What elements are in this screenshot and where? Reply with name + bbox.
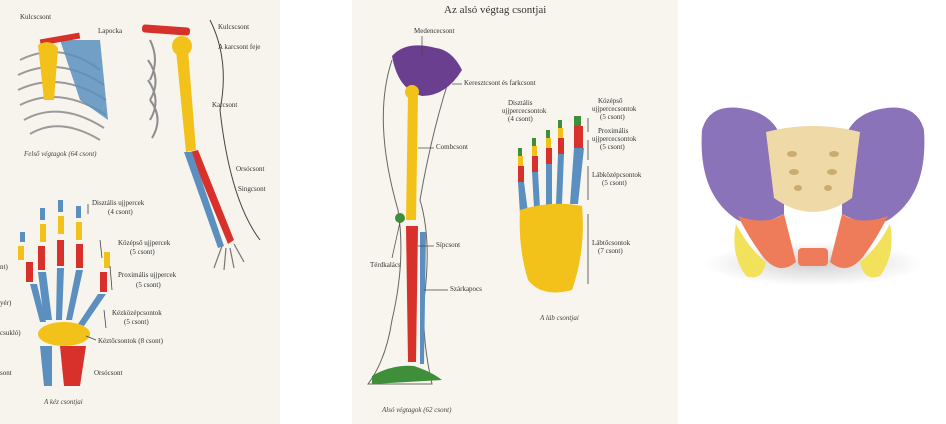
humerus-small-shape	[38, 42, 58, 100]
leg-outline	[367, 59, 453, 385]
label-foot-distal-1: Disztális	[508, 99, 533, 107]
pelvis-illustration	[701, 107, 925, 286]
pelvis-panel	[680, 0, 946, 424]
label-hand-carpal: Kéztőcsontok (8 csont)	[98, 337, 163, 345]
hand-bracket-lines	[85, 204, 113, 341]
label-hip: Medencecsont	[414, 27, 455, 35]
leg-foot-shape	[372, 365, 442, 384]
label-hand-cut-3: csukló)	[0, 329, 21, 337]
label-hand-cut-4: sont	[0, 369, 12, 377]
ribs-large	[147, 39, 159, 139]
label-foot-distal-2: ujjpercecsontok	[502, 107, 547, 115]
label-ulna: Singcsont	[238, 185, 266, 193]
hip-bone-shape	[392, 45, 462, 96]
femur-shape	[406, 94, 418, 220]
label-clavicle-b: Kulcscsont	[218, 23, 250, 31]
label-tibia: Sípcsont	[436, 241, 461, 249]
patella-shape	[395, 213, 405, 223]
label-hand-distal-2: (4 csont)	[108, 208, 133, 216]
upper-limb-illustration	[17, 19, 261, 386]
label-foot-proximal-3: (5 csont)	[600, 143, 625, 151]
ulna-shape	[184, 152, 224, 248]
leg-leader-lines	[391, 36, 462, 291]
label-foot-middle-2: ujjpercecsontok	[592, 105, 637, 113]
right-ilium	[842, 107, 925, 224]
clavicle-large	[141, 24, 191, 36]
fibula-shape	[420, 232, 426, 364]
label-hand-proximal-2: (5 csont)	[136, 281, 161, 289]
label-hand-metacarpal-2: (5 csont)	[124, 318, 149, 326]
lower-limb-illustration	[367, 36, 589, 385]
foot-bones	[518, 116, 584, 293]
label-foot-middle-3: (5 csont)	[600, 113, 625, 121]
label-hand-middle-1: Középső ujjpercek	[118, 239, 171, 247]
label-foot-proximal-1: Proximális	[598, 127, 629, 135]
label-clavicle-a: Kulcscsont	[20, 13, 52, 21]
label-hand-radius: Orsócsont	[94, 369, 123, 377]
label-fibula: Szárkapocs	[450, 285, 482, 293]
label-hand-metacarpal-1: Kézközépcsontok	[112, 309, 162, 317]
label-femur: Combcsont	[436, 143, 468, 151]
label-foot-metatarsal-1: Lábközépcsontok	[592, 171, 642, 179]
label-hand-cut-1: nt)	[0, 263, 8, 271]
radius-shape	[190, 150, 234, 244]
sacrum-shape	[766, 126, 860, 212]
clavicle-small	[39, 32, 81, 46]
label-hand-middle-2: (5 csont)	[130, 248, 155, 256]
label-foot-metatarsal-2: (5 csont)	[602, 179, 627, 187]
label-foot-tarsal-2: (7 csont)	[598, 247, 623, 255]
lower-limb-panel: Az alsó végtag csontjai	[352, 0, 678, 424]
left-pubis	[738, 214, 796, 269]
label-foot-distal-3: (4 csont)	[508, 115, 533, 123]
left-ilium	[701, 107, 784, 224]
label-hand-distal-1: Disztális ujjpercek	[92, 199, 145, 207]
label-foot-proximal-2: ujjpercecsontok	[592, 135, 637, 143]
tibia-shape	[406, 226, 418, 362]
caption-hand: A kéz csontjai	[44, 398, 83, 406]
label-humerus-head: A karcsont feje	[218, 43, 261, 51]
label-foot-tarsal-1: Lábtőcsontok	[592, 239, 631, 247]
label-hand-cut-2: yér)	[0, 299, 12, 307]
right-ischium	[860, 224, 892, 278]
label-scapula: Lapocka	[98, 27, 123, 35]
body-outline	[209, 19, 261, 241]
label-radius: Orsócsont	[236, 165, 265, 173]
caption-upper: Felső végtagok (64 csont)	[24, 150, 97, 158]
lower-limb-title: Az alsó végtag csontjai	[444, 4, 547, 16]
label-foot-middle-1: Középső	[598, 97, 623, 105]
scapula-shape	[60, 40, 108, 120]
sacral-foramina	[787, 151, 839, 191]
pubic-symphysis	[798, 248, 828, 266]
label-sacrum: Keresztcsont és farkcsont	[464, 79, 536, 87]
label-humerus: Karcsont	[212, 101, 238, 109]
left-ischium	[734, 224, 766, 278]
label-patella: Térdkalács	[370, 261, 401, 269]
label-hand-proximal-1: Proximális ujjpercek	[118, 271, 177, 279]
humerus-shape	[176, 50, 196, 152]
right-pubis	[830, 214, 888, 269]
hand-small-sketch	[213, 243, 245, 271]
upper-limb-panel: Kulcscsont Lapocka Kulcscsont A karcsont…	[0, 0, 280, 424]
caption-leg: Alsó végtagok (62 csont)	[382, 406, 452, 414]
caption-foot: A láb csontjai	[540, 314, 579, 322]
hand-bones	[18, 200, 110, 386]
